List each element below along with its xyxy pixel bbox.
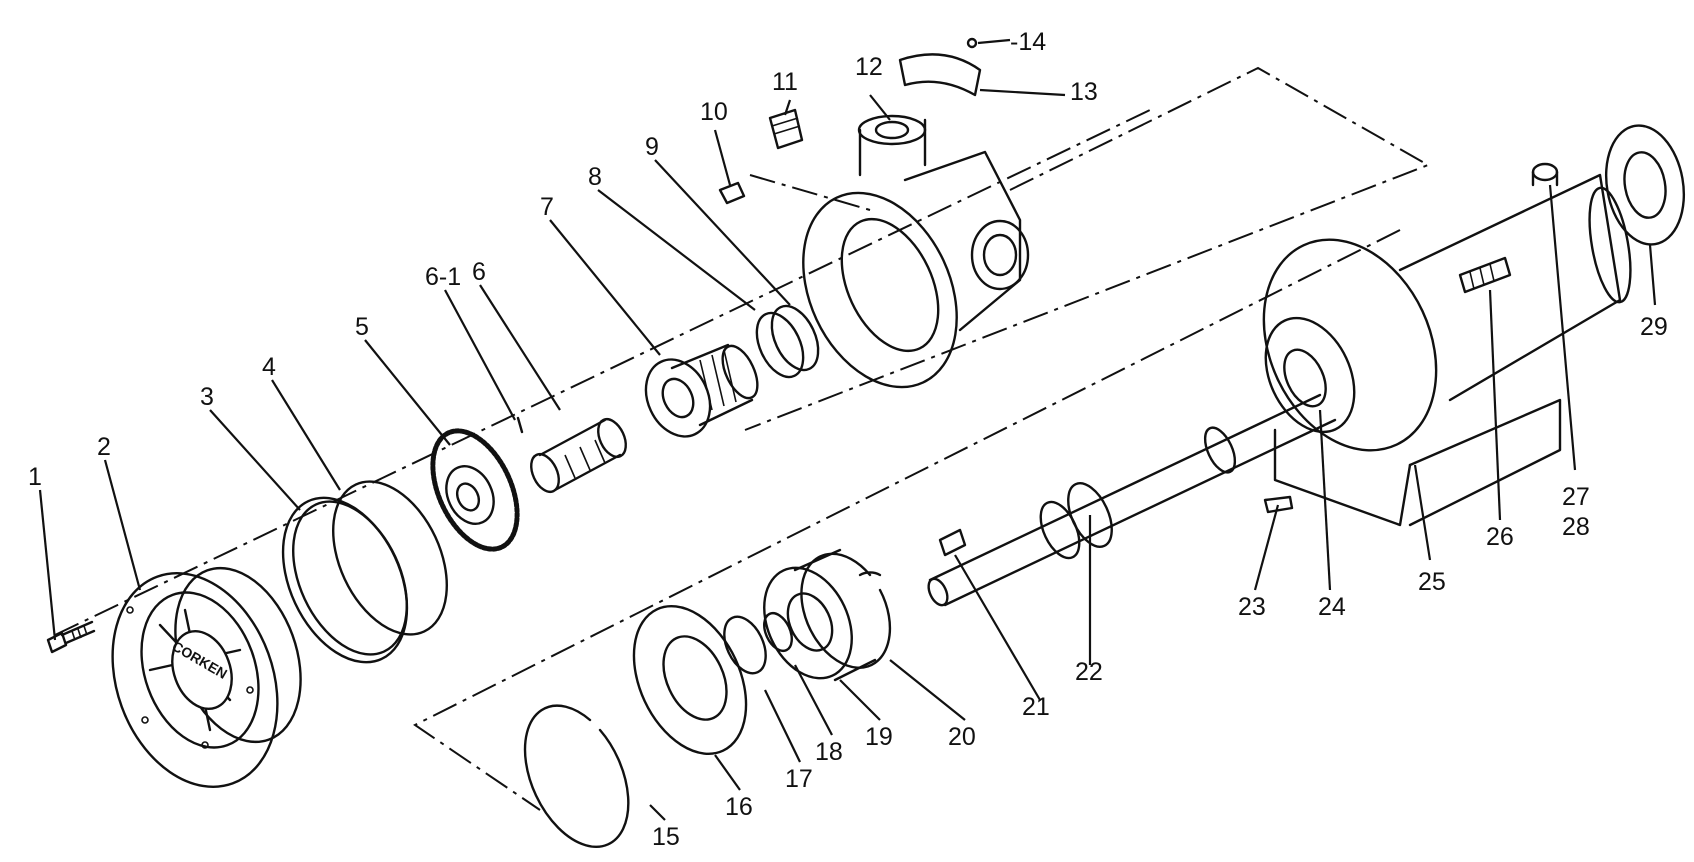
part-25-bracket <box>1262 173 1632 527</box>
label-10: 10 <box>700 98 728 126</box>
label-6: 6 <box>472 258 486 286</box>
part-2-cover: CORKEN <box>111 566 302 788</box>
label-22: 22 <box>1075 658 1103 686</box>
part-15-snap-ring <box>523 704 630 849</box>
part-6-1-pin <box>516 416 524 434</box>
part-23-key <box>1263 495 1294 514</box>
label-14: -14 <box>1010 28 1046 56</box>
label-12: 12 <box>855 53 883 81</box>
part-20-snap-ring <box>800 552 892 669</box>
label-25: 25 <box>1418 568 1446 596</box>
part-5-gear <box>430 428 520 552</box>
part-11-plug <box>768 108 804 150</box>
label-27: 27 <box>1562 483 1590 511</box>
part-9-ring <box>770 304 820 372</box>
part-7-bushing <box>644 343 759 438</box>
part-13-nameplate <box>898 53 982 97</box>
part-26-stud <box>1458 256 1512 294</box>
label-23: 23 <box>1238 593 1266 621</box>
label-24: 24 <box>1318 593 1346 621</box>
part-3-gasket <box>281 496 409 664</box>
label-21: 21 <box>1022 693 1050 721</box>
label-11: 11 <box>772 68 798 96</box>
label-15: 15 <box>652 823 680 851</box>
label-9: 9 <box>645 133 659 161</box>
label-28: 28 <box>1562 513 1590 541</box>
part-12-casing <box>802 114 1030 389</box>
part-17-ring <box>723 615 767 675</box>
part-27-cap <box>1531 162 1559 187</box>
part-29-washer <box>1604 124 1686 246</box>
label-5: 5 <box>355 313 369 341</box>
part-14-screw <box>966 37 978 49</box>
label-6-1: 6-1 <box>425 263 461 291</box>
part-16-plate <box>632 605 748 755</box>
label-1: 1 <box>28 463 42 491</box>
label-4: 4 <box>262 353 276 381</box>
part-18-spring <box>763 611 793 653</box>
part-24-bearing <box>1264 316 1356 434</box>
label-8: 8 <box>588 163 602 191</box>
label-29: 29 <box>1640 313 1668 341</box>
label-7: 7 <box>540 193 554 221</box>
part-6-rotor <box>530 417 627 494</box>
assembly-outline <box>54 66 1431 811</box>
part-4-o-ring <box>332 480 448 636</box>
label-2: 2 <box>97 433 111 461</box>
label-17: 17 <box>785 765 813 793</box>
label-16: 16 <box>725 793 753 821</box>
label-19: 19 <box>865 723 893 751</box>
leader-lines <box>38 38 1657 821</box>
part-21-key <box>938 528 967 557</box>
part-8-ring <box>755 311 805 379</box>
label-13: 13 <box>1070 78 1098 106</box>
part-19-seal-body <box>763 548 877 682</box>
label-18: 18 <box>815 738 843 766</box>
part-labels: 1 2 3 4 5 6-1 6 7 8 9 10 11 12 13 -14 15… <box>28 28 1668 851</box>
part-10-plug <box>718 181 746 205</box>
part-22-shaft <box>927 393 1337 607</box>
label-20: 20 <box>948 723 976 751</box>
label-26: 26 <box>1486 523 1514 551</box>
part-1-bolt <box>46 620 96 654</box>
label-3: 3 <box>200 383 214 411</box>
